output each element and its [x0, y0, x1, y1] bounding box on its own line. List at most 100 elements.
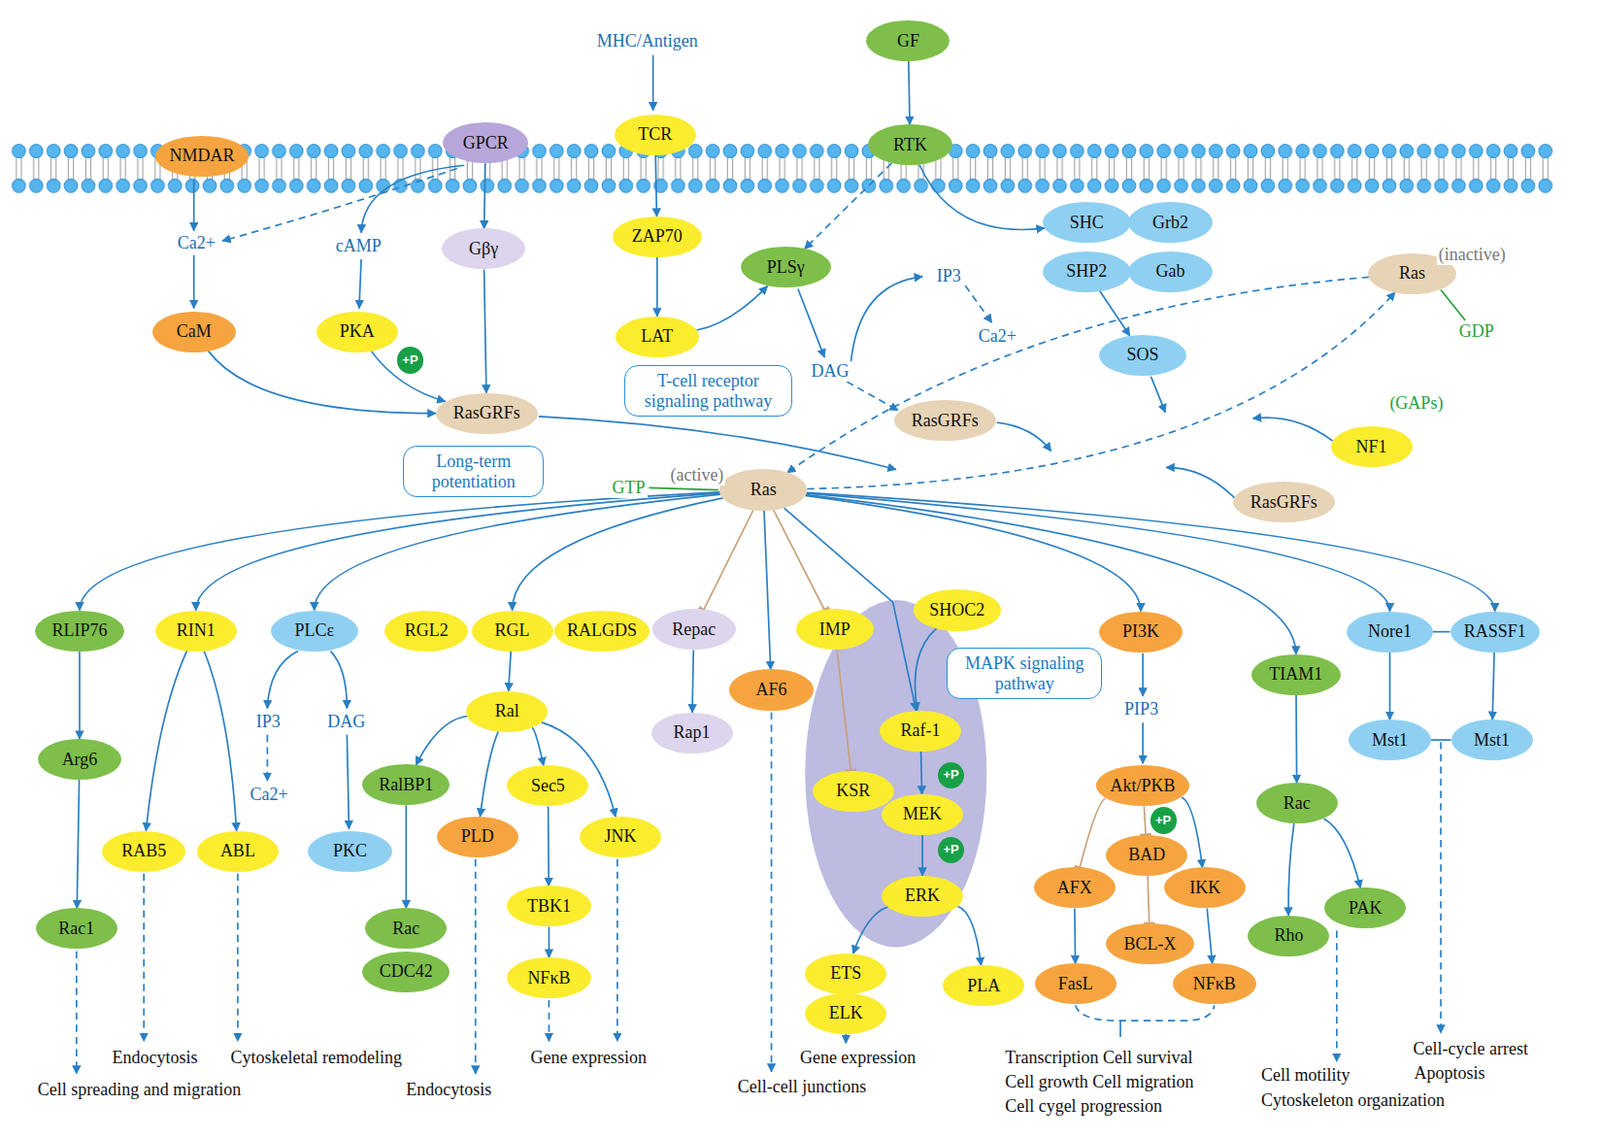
annotation-text: Apoptosis: [1412, 1063, 1488, 1084]
protein-node: SHOC2: [913, 589, 1001, 631]
arrow: [266, 734, 269, 781]
annotation-text: Cell spreading and migration: [35, 1079, 243, 1100]
node-label: RALGDS: [566, 620, 637, 641]
node-label: Gβγ: [468, 238, 499, 260]
node-label: BCL-X: [1123, 933, 1176, 955]
protein-node: NFκB: [506, 957, 591, 999]
activation-connector: [1288, 823, 1295, 916]
protein-node: RASSF1: [1450, 611, 1540, 653]
annotation-text: PIP3: [1122, 699, 1161, 720]
annotation-text: (GAPs): [1387, 393, 1445, 414]
activation-connector: [370, 350, 445, 401]
protein-node: TIAM1: [1251, 654, 1341, 696]
protein-node: PLSγ: [740, 246, 831, 288]
node-label: PAK: [1348, 898, 1382, 919]
node-label: NMDAR: [169, 145, 235, 167]
node-label: +P: [1155, 813, 1171, 829]
protein-node: Rac1: [35, 907, 118, 949]
node-label: CaM: [176, 321, 212, 342]
node-label: NFκB: [1193, 973, 1236, 995]
merge-bracket: [1075, 1004, 1215, 1021]
protein-node: Repac: [652, 608, 736, 650]
node-label: Arg6: [62, 749, 99, 770]
protein-node: GPCR: [442, 122, 529, 164]
protein-node: RasGRFs: [894, 400, 997, 441]
activation-connector: [787, 276, 1369, 472]
node-label: PLD: [461, 826, 495, 847]
protein-node: RTK: [867, 124, 952, 166]
protein-node: Raf-1: [879, 710, 962, 752]
annotation-text: Ca2+: [247, 784, 290, 805]
arrow: [1253, 417, 1334, 441]
activation-connector: [1295, 695, 1298, 783]
arrow: [846, 381, 899, 410]
node-label: PLCε: [294, 620, 334, 641]
node-label: RGL2: [404, 620, 449, 641]
protein-node: Rap1: [651, 712, 734, 754]
activation-connector: [416, 715, 468, 765]
node-label: BAD: [1128, 844, 1166, 866]
annotation-text: cAMP: [333, 235, 384, 257]
protein-node: ZAP70: [612, 216, 702, 258]
arrow: [965, 285, 992, 323]
protein-node: PKC: [307, 831, 392, 872]
protein-node: ELK: [804, 993, 887, 1034]
activation-connector: [692, 650, 694, 713]
protein-node: KSR: [812, 770, 895, 812]
activation-connector: [804, 163, 893, 249]
protein-node: CaM: [152, 311, 236, 353]
activation-connector: [921, 751, 923, 795]
annotation-text: DAG: [325, 711, 367, 733]
protein-node: IMP: [796, 608, 874, 650]
node-label: RalBP1: [378, 774, 434, 796]
arrow: [770, 712, 773, 1072]
activation-connector: [79, 492, 720, 611]
node-label: SOS: [1127, 344, 1160, 366]
annotation-text: Cell cygel progression: [1002, 1096, 1165, 1117]
node-label: Ral: [495, 700, 520, 722]
node-label: T-cell receptor signaling pathway: [631, 370, 785, 411]
protein-node: SOS: [1099, 334, 1187, 376]
node-label: TIAM1: [1268, 664, 1323, 685]
annotation-text: Gene expression: [528, 1047, 648, 1068]
node-label: NF1: [1356, 436, 1388, 458]
protein-node: ABL: [197, 831, 279, 872]
inhibition-connector: [703, 509, 754, 610]
phosphorylation-badge: +P: [1150, 806, 1177, 834]
protein-node: ETS: [804, 953, 887, 995]
protein-node: Sec5: [506, 765, 589, 806]
protein-node: PKA: [316, 311, 399, 353]
activation-connector: [404, 804, 407, 908]
node-label: RasGRFs: [453, 402, 521, 424]
inhibition-connector: [773, 509, 826, 610]
activation-connector: [1323, 818, 1361, 889]
protein-node: RAB5: [101, 831, 186, 872]
activation-connector: [1389, 652, 1392, 720]
arrow: [997, 422, 1052, 451]
node-label: IMP: [819, 619, 851, 640]
node-label: Ras: [750, 479, 777, 500]
protein-node: RLIP76: [34, 610, 125, 652]
node-label: PLSγ: [766, 257, 805, 278]
activation-connector: [655, 155, 657, 217]
node-label: FasL: [1058, 973, 1094, 995]
protein-node: FasL: [1034, 963, 1117, 1004]
node-label: Rap1: [673, 722, 711, 743]
annotation-text: DAG: [808, 361, 851, 382]
protein-node: NMDAR: [155, 135, 250, 177]
node-label: Nore1: [1367, 621, 1412, 642]
annotation-text: Cell growth Cell migration: [1002, 1071, 1196, 1093]
annotation-text: Cell motility: [1259, 1065, 1353, 1086]
node-label: Raf-1: [900, 720, 941, 741]
node-label: KSR: [835, 780, 870, 801]
activation-connector: [1100, 291, 1131, 336]
annotation-text: Transcription Cell survival: [1002, 1047, 1195, 1068]
protein-node: BAD: [1105, 834, 1188, 876]
node-label: +P: [942, 767, 959, 783]
activation-connector: [914, 628, 936, 711]
protein-node: Ras: [719, 468, 807, 510]
activation-connector: [548, 926, 551, 958]
annotation-text: (inactive): [1436, 244, 1508, 266]
node-label: +P: [942, 842, 959, 858]
